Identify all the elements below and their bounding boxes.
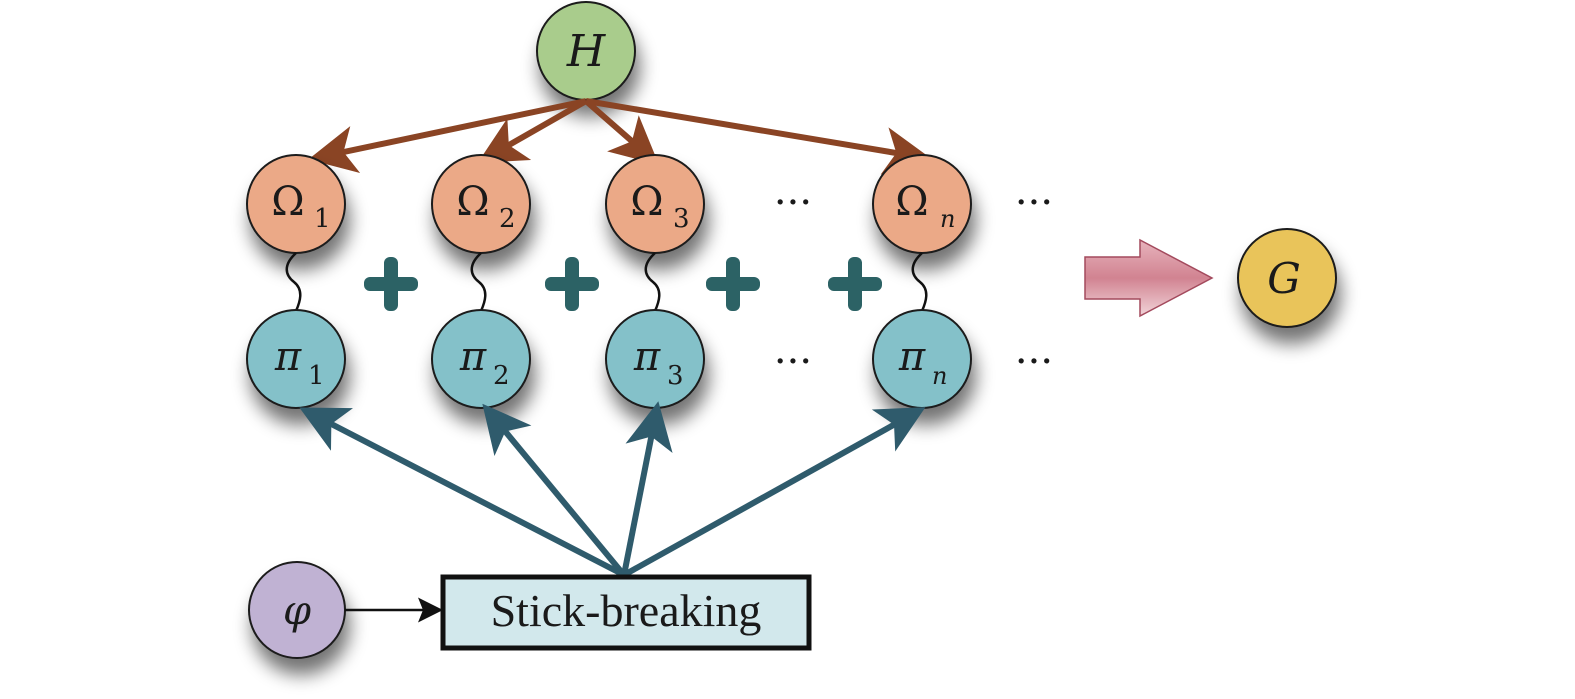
atom-sub-2: 2 <box>499 204 516 234</box>
weight-sub-1: 1 <box>308 361 325 391</box>
atom-nodes: Ω 1 Ω 2 Ω 3 Ω n <box>246 154 972 254</box>
weight-sub-3: 3 <box>667 361 684 391</box>
arrow-h-to-omega-n <box>585 98 932 175</box>
ellipsis-atoms-mid: ··· <box>774 180 812 226</box>
weight-symbol-3: π <box>633 334 661 380</box>
atom-symbol-n: Ω <box>895 179 928 225</box>
arrow-stick-to-pi-3 <box>621 401 673 576</box>
base-node-label: H <box>566 26 607 77</box>
ellipsis-marks: ··· ··· ··· ··· <box>774 180 1053 385</box>
arrow-stick-to-pi-n <box>622 407 926 578</box>
big-right-arrow-icon <box>1084 238 1214 318</box>
weight-symbol-2: π <box>459 334 487 380</box>
param-node-label: φ <box>283 588 311 634</box>
squiggle-link-n <box>911 252 928 312</box>
atom-weight-links <box>285 252 928 312</box>
squiggle-link-3 <box>644 252 661 312</box>
arrow-stick-to-pi-2 <box>482 403 627 577</box>
stick-breaking-box <box>440 574 812 651</box>
output-node-label: G <box>1267 254 1301 303</box>
arrow-h-to-omega-3 <box>584 98 660 165</box>
weight-sub-2: 2 <box>493 361 510 391</box>
ellipsis-atoms-end: ··· <box>1015 180 1053 226</box>
weight-nodes: π 1 π 2 π 3 π n <box>246 309 972 409</box>
atom-sub-n: n <box>940 205 955 233</box>
squiggle-link-2 <box>470 252 487 312</box>
weight-node-2 <box>431 309 531 409</box>
squiggle-link-1 <box>285 252 302 312</box>
base-node-circle <box>536 1 636 101</box>
output-node-circle <box>1237 228 1337 328</box>
plus-signs <box>364 257 882 311</box>
ellipsis-weights-end: ··· <box>1015 339 1053 385</box>
atom-symbol-1: Ω <box>271 179 304 225</box>
plus-icon <box>545 257 599 311</box>
weight-node-1 <box>246 309 346 409</box>
weight-symbol-n: π <box>898 334 926 380</box>
weight-sub-n: n <box>932 362 947 390</box>
stick-breaking-label: Stick-breaking <box>491 585 762 636</box>
weight-symbol-1: π <box>274 334 302 380</box>
ellipsis-weights-mid: ··· <box>774 339 812 385</box>
plus-icon <box>828 257 882 311</box>
atom-symbol-3: Ω <box>630 179 663 225</box>
arrow-h-to-omega-2 <box>477 98 588 163</box>
atom-sub-3: 3 <box>673 204 690 234</box>
arrow-h-to-omega-1 <box>308 98 587 174</box>
plus-icon <box>706 257 760 311</box>
output-node-g <box>1237 228 1337 328</box>
arrow-stick-to-pi-1 <box>299 407 626 578</box>
plus-icon <box>364 257 418 311</box>
atom-sub-1: 1 <box>314 204 331 234</box>
atom-symbol-2: Ω <box>456 179 489 225</box>
base-node-h <box>536 1 636 101</box>
stick-to-weight-arrows <box>299 401 926 578</box>
base-to-atom-arrows <box>308 98 932 175</box>
